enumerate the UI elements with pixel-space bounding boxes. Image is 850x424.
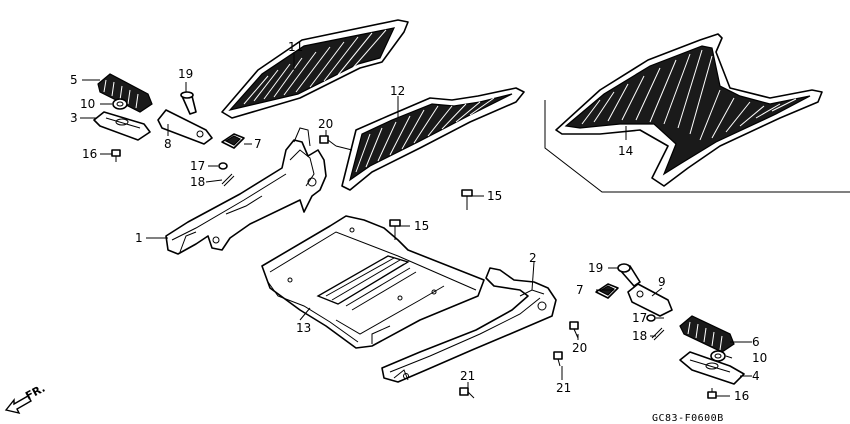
floor-mat-middle <box>341 87 525 191</box>
washer-icon <box>646 314 656 322</box>
callout-17-left: 17 <box>190 159 205 173</box>
callout-6: 6 <box>752 335 760 349</box>
callout-18-right: 18 <box>632 329 647 343</box>
callout-7-right: 7 <box>576 283 584 297</box>
callout-17-right: 17 <box>632 311 647 325</box>
bolt-icon <box>553 351 563 367</box>
alt-box-outline <box>544 100 850 193</box>
callout-13: 13 <box>296 321 311 335</box>
callout-9: 9 <box>658 275 666 289</box>
callout-4: 4 <box>752 369 760 383</box>
pad-left <box>221 133 245 149</box>
step-holder-right <box>679 351 745 385</box>
pivot-pin-right <box>617 263 641 287</box>
bolt-icon <box>569 321 579 339</box>
bolt-icon <box>707 388 717 399</box>
bolt-icon <box>389 219 401 240</box>
step-rubber-left <box>97 73 153 113</box>
arrow-front-icon: FR. <box>4 382 47 415</box>
callout-20-lower: 20 <box>572 341 587 355</box>
callout-18-left: 18 <box>190 175 205 189</box>
callout-5: 5 <box>70 73 78 87</box>
callout-16-left: 16 <box>82 147 97 161</box>
floor-mat-upper <box>221 19 409 119</box>
step-rubber-right <box>679 315 735 353</box>
callout-12: 12 <box>390 84 405 98</box>
step-holder-left <box>93 111 151 141</box>
diagram-code: GC83-F0600B <box>652 413 724 424</box>
callout-10-left: 10 <box>80 97 95 111</box>
step-arm-left <box>157 109 213 145</box>
bolt-icon <box>111 149 121 162</box>
washer-icon <box>710 350 726 362</box>
callout-21-right: 21 <box>556 381 571 395</box>
callout-labels: 1 2 3 4 5 6 7 7 8 9 10 10 11 12 13 14 15… <box>70 40 767 403</box>
cotter-pin-icon <box>651 327 665 341</box>
bolt-icon <box>319 135 337 147</box>
callout-19-right: 19 <box>588 261 603 275</box>
callout-14: 14 <box>618 144 633 158</box>
callout-7-left: 7 <box>254 137 262 151</box>
step-bracket-left <box>165 127 327 255</box>
floor-panel <box>261 215 485 349</box>
direction-label: FR. <box>23 382 47 403</box>
cotter-pin-icon <box>221 173 235 187</box>
washer-icon <box>218 162 228 170</box>
bolt-icon <box>461 189 473 210</box>
washer-icon <box>112 98 128 110</box>
callout-10-right: 10 <box>752 351 767 365</box>
bolt-icon <box>459 387 475 399</box>
callout-15-lower: 15 <box>414 219 429 233</box>
pad-right <box>595 283 619 299</box>
callout-3: 3 <box>70 111 78 125</box>
callout-19-left: 19 <box>178 67 193 81</box>
callout-2: 2 <box>529 251 537 265</box>
callout-1: 1 <box>135 231 143 245</box>
callout-8: 8 <box>164 137 172 151</box>
leader-lines <box>80 52 752 397</box>
callout-11: 11 <box>288 40 303 54</box>
pivot-pin-left <box>180 91 197 115</box>
floor-mat-alt-box <box>544 33 850 193</box>
callout-20-upper: 20 <box>318 117 333 131</box>
callout-16-right: 16 <box>734 389 749 403</box>
callout-21-left: 21 <box>460 369 475 383</box>
callout-15-upper: 15 <box>487 189 502 203</box>
